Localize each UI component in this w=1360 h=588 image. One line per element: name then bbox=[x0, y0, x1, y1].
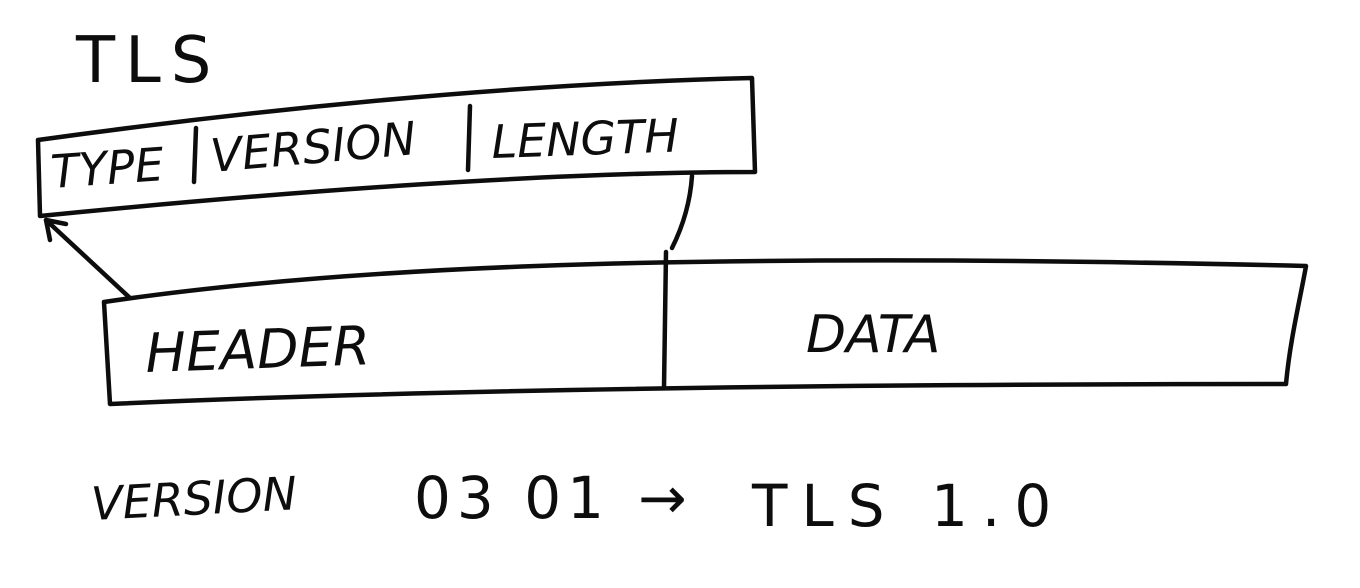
record-data-label: DATA bbox=[806, 305, 940, 365]
header-detail-box bbox=[35, 75, 758, 219]
record-box bbox=[101, 249, 1309, 407]
footnote-version-label: VERSION bbox=[90, 466, 298, 531]
field-type-label: TYPE bbox=[49, 137, 166, 199]
zoom-arrow-head bbox=[43, 217, 69, 243]
header-detail-box-outline bbox=[35, 75, 758, 219]
field-length-label: LENGTH bbox=[490, 108, 679, 169]
header-detail-divider-1 bbox=[191, 125, 199, 185]
record-box-outline bbox=[101, 258, 1309, 407]
footnote-version-bytes: 03 01 bbox=[414, 464, 610, 532]
field-version-label: VERSION bbox=[208, 111, 418, 183]
zoom-arrow bbox=[43, 217, 133, 301]
header-detail-divider-2 bbox=[465, 103, 473, 173]
zoom-connector-line bbox=[669, 173, 695, 251]
record-header-label: HEADER bbox=[144, 314, 371, 385]
footnote-tls-version: TLS 1.0 bbox=[751, 472, 1065, 540]
diagram-title: TLS bbox=[75, 24, 221, 98]
record-divider bbox=[661, 249, 669, 391]
footnote-arrow: → bbox=[638, 464, 687, 532]
